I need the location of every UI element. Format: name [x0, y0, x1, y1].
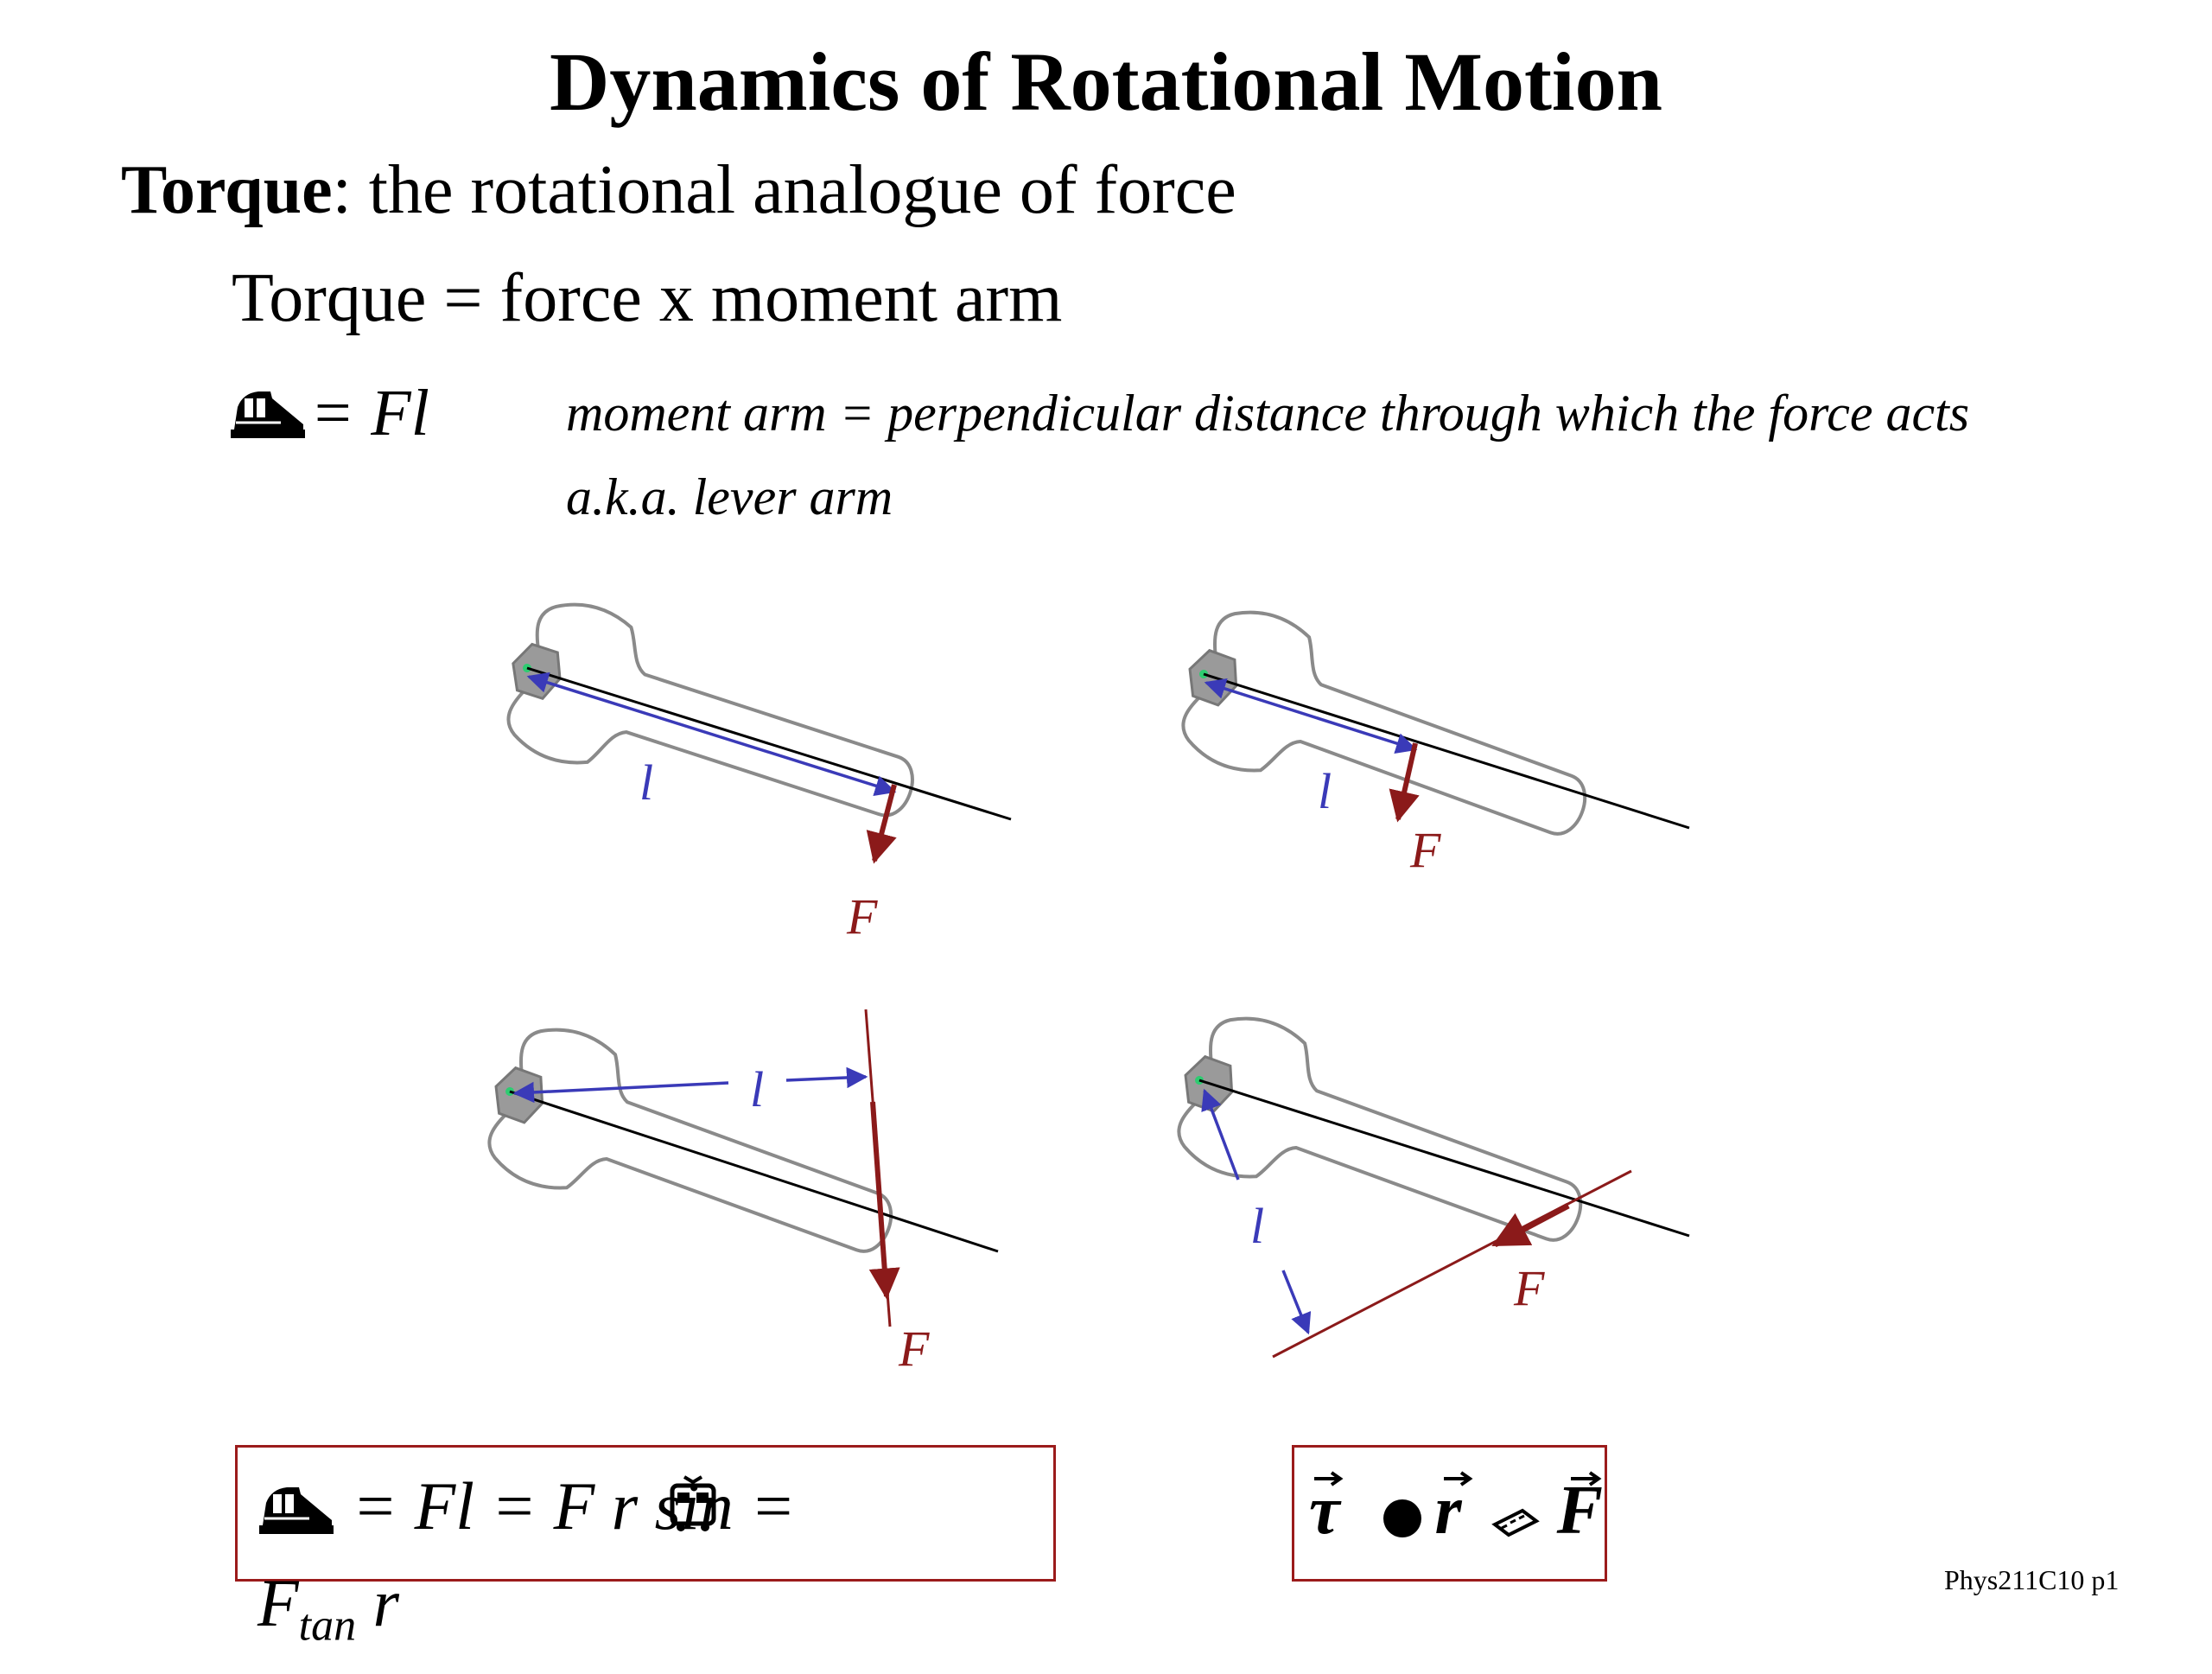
tau-vector: τ	[1309, 1463, 1344, 1558]
f-tan-main: F	[257, 1565, 299, 1640]
torque-term: Torque	[121, 152, 333, 228]
wrench-2	[1160, 593, 1690, 888]
vector-torque-box	[1292, 1445, 1607, 1582]
vector-arrow-icon	[1570, 1471, 1602, 1486]
tau-glyph-icon	[257, 1467, 335, 1563]
f-tan-r: r	[356, 1565, 399, 1640]
lever-label: l	[1250, 1198, 1264, 1254]
force-label: F	[1513, 1260, 1545, 1316]
slide-footer: Phys211C10 p1	[1944, 1564, 2120, 1595]
vector-arrow-icon	[1443, 1471, 1473, 1486]
wrench-4	[1156, 999, 1690, 1359]
torque-word-formula: Torque = force x moment arm	[232, 260, 1063, 336]
f-vector: F	[1557, 1463, 1603, 1558]
force-label: F	[898, 1321, 930, 1377]
tau-equals-fl: = Fl	[310, 377, 429, 449]
torque-equation-box	[235, 1445, 1056, 1582]
lever-label: l	[750, 1061, 764, 1117]
torque-equation-continuation: Ftan r	[257, 1556, 399, 1674]
torque-definition-text: : the rotational analogue of force	[332, 152, 1236, 228]
torque-definition: Torque: the rotational analogue of force	[121, 147, 1236, 233]
torque-equation-text: = Fl = F r sin =	[335, 1468, 796, 1544]
lever-label: l	[1318, 763, 1332, 819]
equals-glyph-icon	[1382, 1470, 1423, 1565]
f-tan-subscript: tan	[298, 1601, 357, 1651]
vector-torque-equation: τ r F	[1309, 1463, 1603, 1565]
vector-arrow-icon	[1314, 1471, 1344, 1486]
moment-arm-note: moment arm = perpendicular distance thro…	[566, 385, 1970, 442]
lever-label: l	[639, 754, 653, 811]
lever-arm-note: a.k.a. lever arm	[566, 468, 893, 525]
cross-glyph-icon	[1491, 1470, 1540, 1565]
torque-equation: = Fl = F r sin =	[257, 1459, 816, 1563]
tau-glyph-icon	[229, 381, 307, 446]
wrench-1	[486, 586, 1012, 869]
wrench-3	[467, 1009, 999, 1327]
r-vector: r	[1435, 1463, 1473, 1558]
page-title: Dynamics of Rotational Motion	[550, 35, 1662, 128]
tau-formula: = Fl	[229, 370, 429, 456]
force-label: F	[846, 888, 878, 945]
theta-glyph-icon	[665, 1464, 721, 1559]
force-label: F	[1409, 822, 1441, 878]
